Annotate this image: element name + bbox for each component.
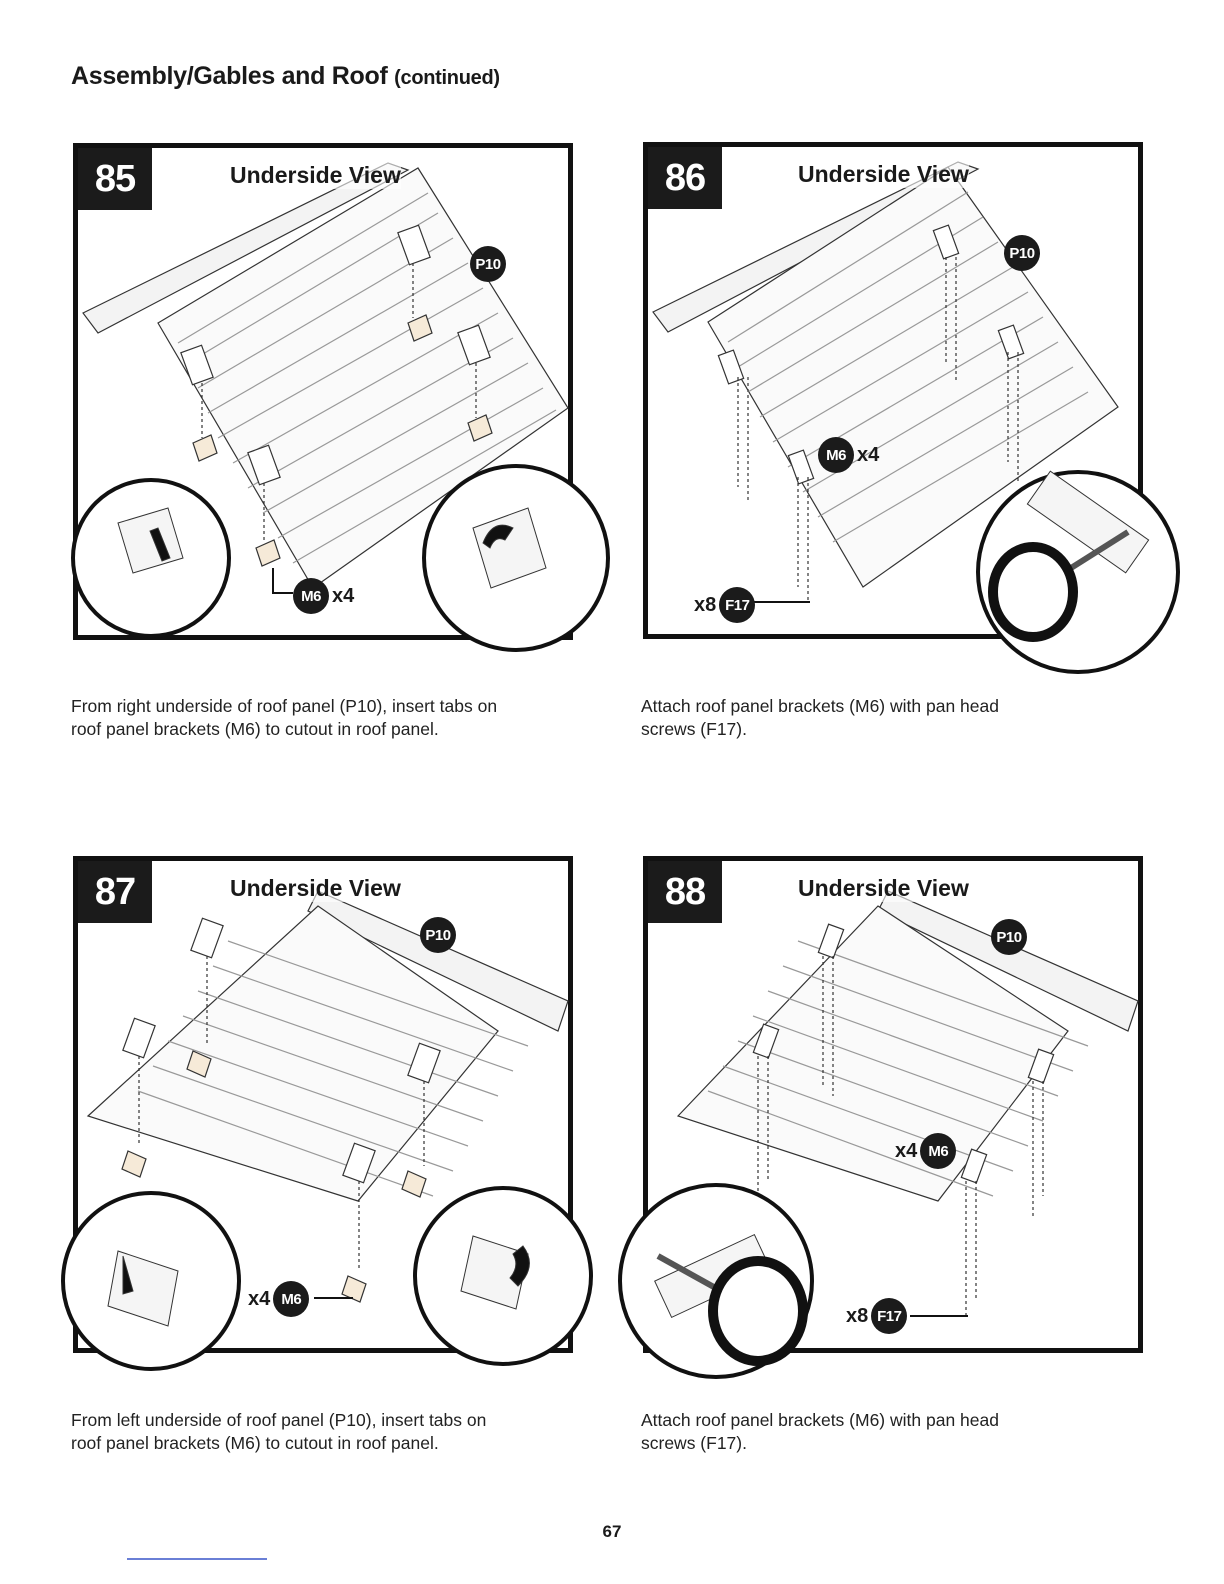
quantity-label: x4 — [248, 1287, 271, 1310]
caption-line: Attach roof panel brackets (M6) with pan… — [641, 1410, 999, 1430]
part-badge: F17 — [871, 1298, 908, 1334]
step-85-caption: From right underside of roof panel (P10)… — [71, 695, 591, 741]
quantity-label: x4 — [857, 443, 880, 466]
caption-line: screws (F17). — [641, 719, 747, 739]
callout-m6: x4 M6 — [895, 1133, 957, 1169]
step-number: 87 — [78, 861, 152, 923]
part-badge: P10 — [1004, 235, 1040, 271]
step-number: 86 — [648, 147, 722, 209]
step-85-panel: 85 Underside View — [71, 143, 610, 652]
callout-p10: P10 — [420, 917, 456, 953]
part-badge: M6 — [818, 437, 854, 473]
part-badge: F17 — [719, 587, 756, 623]
quantity-label: x8 — [846, 1304, 869, 1327]
view-label: Underside View — [230, 875, 401, 902]
callout-m6: M6 x4 — [293, 578, 354, 614]
roof-panel-illustration — [652, 161, 1180, 674]
callout-m6: M6 x4 — [818, 437, 879, 473]
part-badge: P10 — [420, 917, 456, 953]
step-86-caption: Attach roof panel brackets (M6) with pan… — [641, 695, 1161, 741]
callout-m6: x4 M6 — [248, 1281, 310, 1317]
step-number: 85 — [78, 148, 152, 210]
view-label: Underside View — [798, 161, 969, 188]
step-87-caption: From left underside of roof panel (P10),… — [71, 1409, 591, 1455]
page-title-suffix: (continued) — [394, 67, 500, 89]
callout-f17: x8 F17 — [694, 587, 756, 623]
caption-line: From left underside of roof panel (P10),… — [71, 1410, 487, 1430]
step-86-panel: 86 Underside View — [643, 142, 1180, 674]
part-badge: P10 — [991, 919, 1027, 955]
step-88-caption: Attach roof panel brackets (M6) with pan… — [641, 1409, 1161, 1455]
callout-f17: x8 F17 — [846, 1298, 908, 1334]
step-number: 88 — [648, 861, 722, 923]
caption-line: screws (F17). — [641, 1433, 747, 1453]
part-badge: M6 — [293, 578, 329, 614]
quantity-label: x4 — [895, 1139, 918, 1162]
footer-link-underline — [127, 1558, 267, 1560]
step-88-panel: 88 Underside View — [618, 856, 1143, 1379]
roof-panel-illustration — [61, 890, 593, 1371]
quantity-label: x4 — [332, 584, 355, 607]
part-badge: P10 — [470, 246, 506, 282]
callout-p10: P10 — [1004, 235, 1040, 271]
roof-panel-illustration — [618, 890, 1139, 1379]
quantity-label: x8 — [694, 593, 717, 616]
caption-line: roof panel brackets (M6) to cutout in ro… — [71, 1433, 439, 1453]
part-badge: M6 — [273, 1281, 310, 1317]
page-title: Assembly/Gables and Roof (continued) — [71, 62, 500, 91]
caption-line: Attach roof panel brackets (M6) with pan… — [641, 696, 999, 716]
callout-p10: P10 — [470, 246, 506, 282]
callout-p10: P10 — [991, 919, 1027, 955]
part-badge: M6 — [920, 1133, 957, 1169]
page-number: 67 — [602, 1522, 622, 1541]
caption-line: roof panel brackets (M6) to cutout in ro… — [71, 719, 439, 739]
view-label: Underside View — [798, 875, 969, 902]
roof-panel-illustration — [71, 162, 610, 652]
view-label: Underside View — [230, 162, 401, 189]
step-87-panel: 87 Underside View — [61, 856, 593, 1371]
caption-line: From right underside of roof panel (P10)… — [71, 696, 498, 716]
page-title-main: Assembly/Gables and Roof — [71, 62, 388, 90]
